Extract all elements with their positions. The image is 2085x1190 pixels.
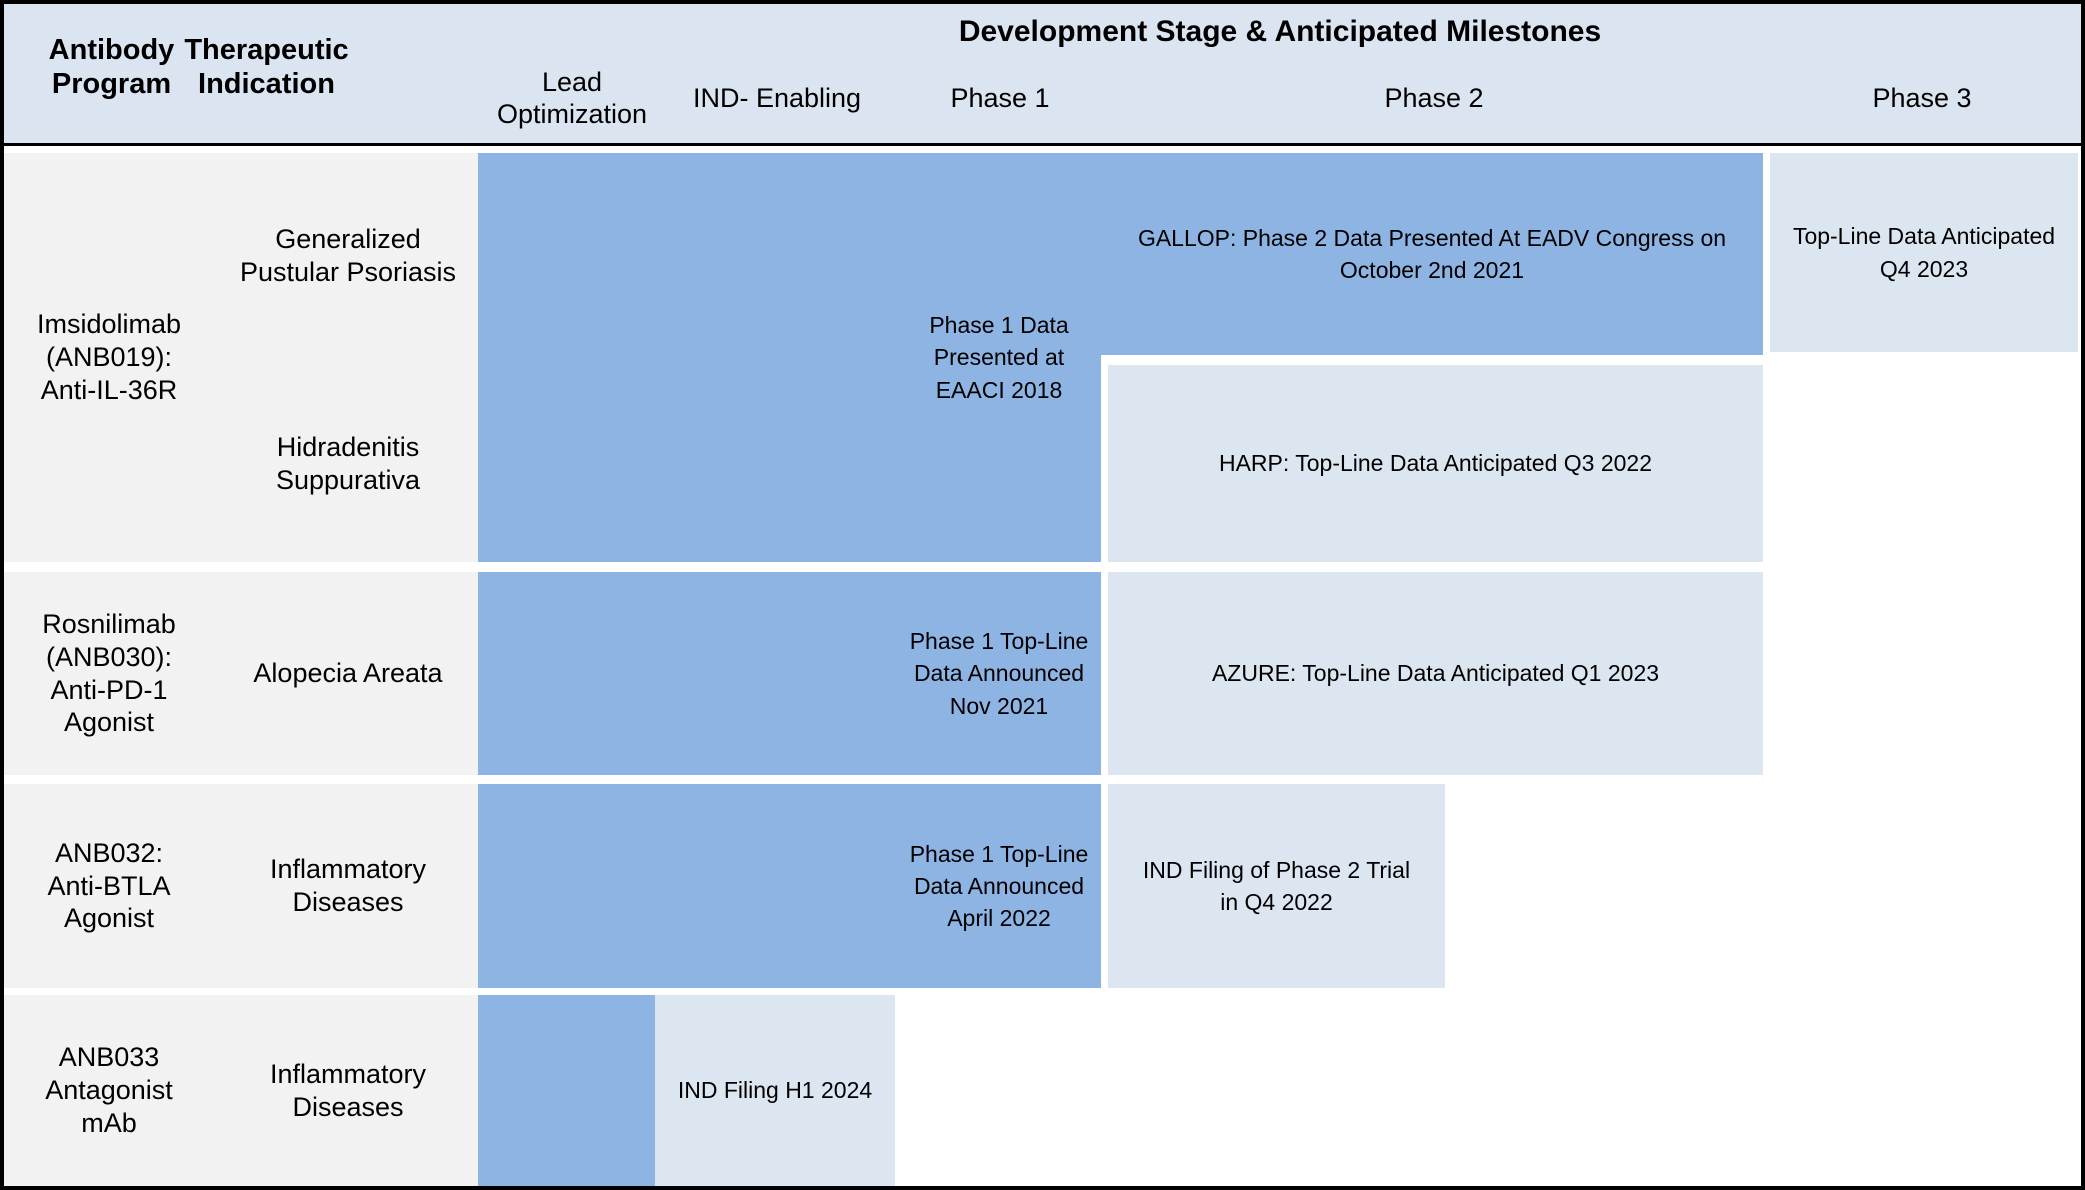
header-band: [4, 4, 2081, 146]
row2-progress-bar-phase1: [478, 572, 1101, 775]
row3-program-cell: ANB032: Anti-BTLA Agonist: [47, 837, 171, 934]
row3-phase1-milestone-text: Phase 1 Top-Line Data Announced April 20…: [909, 840, 1089, 932]
row1-label-background: [4, 153, 478, 562]
row4-label-background: [4, 995, 478, 1186]
row3-label-background: [4, 784, 478, 988]
row3-progress-bar-phase1: [478, 784, 1101, 988]
row1-harp-milestone-box: HARP: Top-Line Data Anticipated Q3 2022: [1108, 365, 1763, 562]
stage-header-phase-2: Phase 2: [1384, 83, 1484, 114]
row1-gallop-milestone-text: GALLOP: Phase 2 Data Presented At EADV C…: [1137, 224, 1727, 283]
row4-indication-cell: Inflammatory Diseases: [269, 1058, 427, 1122]
stage-header-phase-1: Phase 1: [950, 83, 1050, 114]
row2-program-cell: Rosnilimab (ANB030): Anti-PD-1 Agonist: [42, 608, 176, 738]
row1-phase3-milestone-box: Top-Line Data Anticipated Q4 2023: [1770, 153, 2078, 352]
row2-indication-cell: Alopecia Areata: [253, 658, 443, 689]
header-antibody-program: Antibody Program: [48, 33, 175, 100]
header-milestones-title: Development Stage & Anticipated Mileston…: [958, 15, 1602, 48]
row2-phase1-milestone-text: Phase 1 Top-Line Data Announced Nov 2021: [909, 628, 1089, 719]
stage-header-phase-3: Phase 3: [1872, 83, 1972, 114]
row3-indication-cell: Inflammatory Diseases: [269, 854, 427, 917]
row3-ind-filing-milestone-box: IND Filing of Phase 2 Trial in Q4 2022: [1108, 784, 1445, 988]
row1-progress-bar-gallop-phase2: [1101, 153, 1763, 355]
row1-progress-bar-phase1: [478, 153, 1101, 562]
row4-progress-bar-lead-optimization: [478, 995, 655, 1186]
header-therapeutic-indication: Therapeutic Indication: [184, 33, 349, 100]
stage-header-lead-optimization: Lead Optimization: [496, 67, 648, 129]
stage-header-ind-enabling: IND- Enabling: [692, 83, 862, 114]
row2-label-background: [4, 572, 478, 775]
row1-program-cell: Imsidolimab (ANB019): Anti-IL-36R: [36, 309, 182, 405]
row4-ind-filing-milestone-box: IND Filing H1 2024: [655, 995, 895, 1186]
row2-azure-milestone-box: AZURE: Top-Line Data Anticipated Q1 2023: [1108, 572, 1763, 775]
row1-indication-hs-cell: Hidradenitis Suppurativa: [275, 431, 421, 495]
row1-phase1-milestone-text: Phase 1 Data Presented at EAACI 2018: [929, 312, 1069, 403]
row1-indication-gpp-cell: Generalized Pustular Psoriasis: [239, 224, 457, 287]
row4-program-cell: ANB033 Antagonist mAb: [45, 1042, 173, 1138]
